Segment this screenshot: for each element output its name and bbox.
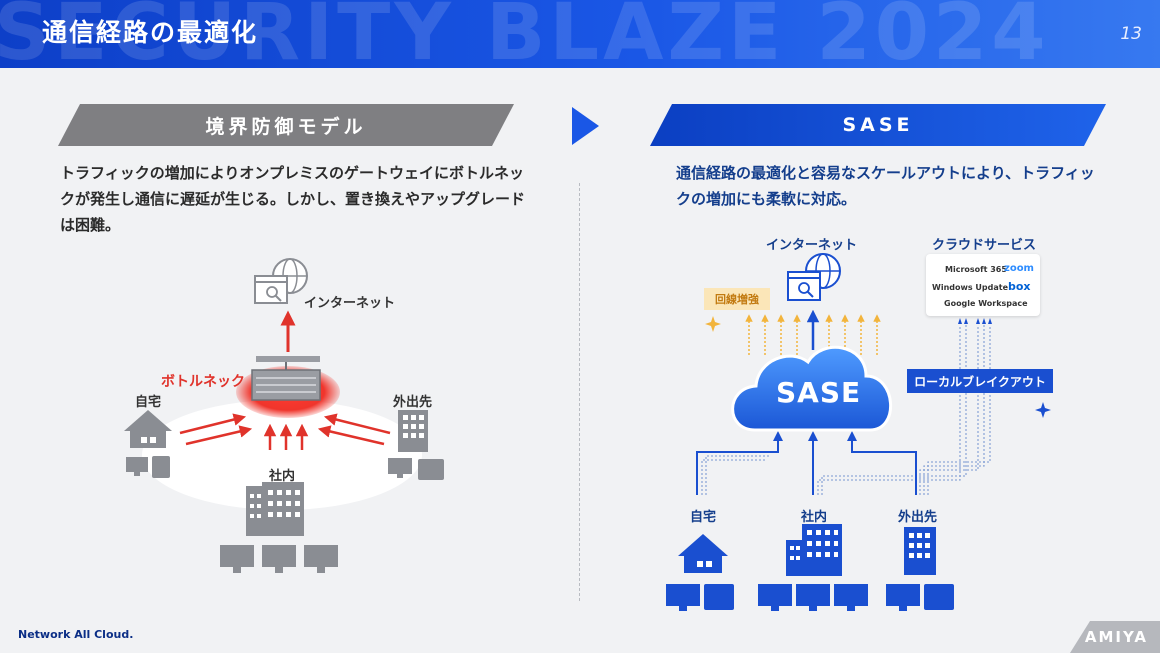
- service-zoom: zoom: [1004, 263, 1034, 274]
- office-building-icon: [246, 482, 304, 536]
- sase-internet-label: インターネット: [766, 238, 858, 253]
- sparkle-icon: [705, 316, 721, 332]
- cloud-services-card: Microsoft 365 zoom Windows Update box Go…: [926, 254, 1040, 316]
- perimeter-description: トラフィックの増加によりオンプレミスのゲートウェイにボトルネックが発生し通信に遅…: [60, 164, 526, 234]
- transition-arrow-icon: [572, 107, 599, 145]
- slide-header: SECURITY BLAZE 2024 通信経路の最適化 13: [0, 0, 1160, 68]
- sase-home-label: 自宅: [690, 510, 717, 525]
- service-windows-update: Windows Update: [932, 283, 1009, 292]
- sase-remote-label: 外出先: [898, 510, 938, 525]
- sase-description: 通信経路の最適化と容易なスケールアウトにより、トラフィックの増加にも柔軟に対応。: [676, 164, 1095, 208]
- slide-title: 通信経路の最適化: [42, 18, 259, 47]
- cloud-services-label: クラウドサービス: [932, 238, 1037, 253]
- office-building-icon: [904, 527, 936, 575]
- house-icon: [124, 410, 172, 448]
- service-microsoft365: Microsoft 365: [945, 265, 1007, 274]
- cloud-icon: [731, 345, 893, 432]
- sparkle-icon: [1035, 402, 1051, 418]
- globe-browser-icon: [254, 258, 308, 304]
- sase-traffic-arrows: [696, 431, 917, 495]
- perimeter-model-banner: 境界防御モデル: [58, 104, 514, 146]
- office-building-icon: [786, 524, 842, 576]
- computer-monitor-icon: [126, 456, 170, 478]
- remote-label: 外出先: [393, 395, 433, 410]
- computer-monitor-icon: [388, 458, 444, 480]
- home-label: 自宅: [135, 395, 162, 410]
- header-watermark: SECURITY BLAZE 2024: [0, 0, 1050, 68]
- bottleneck-label: ボトルネック: [161, 374, 245, 390]
- footer-brand: Network All Cloud.: [18, 628, 134, 641]
- page-number: 13: [1120, 24, 1142, 44]
- office-building-icon: [398, 410, 428, 452]
- sase-banner: SASE: [650, 104, 1106, 146]
- sase-office-label: 社内: [801, 510, 828, 525]
- service-box: box: [1008, 280, 1031, 293]
- internet-label: インターネット: [304, 296, 396, 311]
- computer-monitor-icon: [666, 584, 734, 611]
- computer-monitor-icon: [220, 545, 338, 573]
- computer-monitor-icon: [758, 584, 868, 611]
- local-breakout-tag: ローカルブレイクアウト: [907, 369, 1053, 393]
- sase-cloud-label: SASE: [776, 376, 862, 409]
- traffic-arrows: [179, 413, 391, 450]
- local-breakout-lines: [701, 325, 991, 495]
- firewall-appliance-icon: [251, 356, 321, 401]
- column-divider: [579, 183, 580, 601]
- service-google-workspace: Google Workspace: [944, 299, 1028, 308]
- computer-monitor-icon: [886, 584, 954, 611]
- office-label: 社内: [269, 469, 296, 484]
- house-icon: [678, 534, 728, 573]
- line-boost-tag: 回線増強: [704, 288, 770, 310]
- network-ellipse: [142, 400, 422, 510]
- globe-browser-icon: [787, 253, 841, 301]
